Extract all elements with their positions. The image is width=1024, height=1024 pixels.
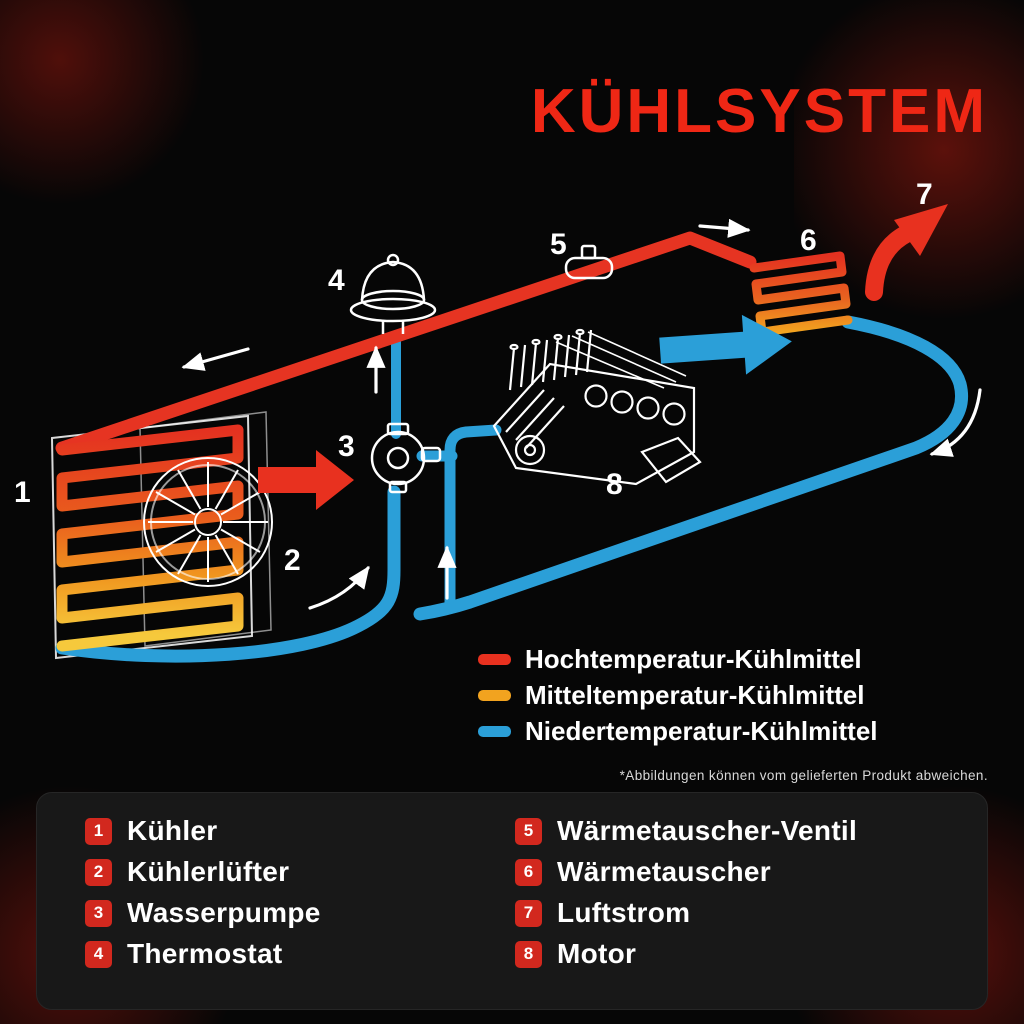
- part-number-badge: 7: [515, 899, 542, 927]
- airflow-blue-arrow: [659, 314, 792, 375]
- callout-1: 1: [14, 476, 31, 509]
- part-row-kuehlerluefter: 2 Kühlerlüfter: [85, 856, 321, 887]
- part-label: Thermostat: [127, 938, 283, 969]
- heat-exchanger-coil: [749, 251, 853, 337]
- low-temp-color-swatch: [478, 725, 511, 737]
- high-temp-coolant-pipe: [55, 231, 757, 455]
- page-title: KÜHLSYSTEM: [530, 77, 988, 146]
- radiator-coil: [56, 424, 244, 652]
- part-row-luftstrom: 7 Luftstrom: [515, 897, 857, 928]
- callout-8: 8: [606, 468, 623, 501]
- mid-temp-color-swatch: [478, 689, 511, 701]
- part-label: Kühler: [127, 815, 218, 846]
- legend: Hochtemperatur-Kühlmittel Mitteltemperat…: [478, 643, 878, 753]
- legend-label: Niedertemperatur-Kühlmittel: [525, 715, 878, 746]
- part-row-waermetauscher-ventil: 5 Wärmetauscher-Ventil: [515, 815, 858, 846]
- callout-3: 3: [338, 430, 355, 463]
- part-label: Kühlerlüfter: [127, 856, 290, 887]
- parts-column-left: 1 Kühler 2 Kühlerlüfter 3 Wasserpumpe 4 …: [85, 815, 321, 969]
- heat-exchanger-valve: [564, 244, 614, 280]
- callout-7: 7: [916, 178, 933, 211]
- radiator-frame: [50, 411, 272, 660]
- cooling-system-diagram: 1 2 3 4 5 6 7 8: [14, 178, 982, 663]
- callout-4: 4: [328, 264, 345, 297]
- part-label: Luftstrom: [557, 897, 691, 928]
- thermostat: [349, 253, 437, 334]
- airflow-in-arrow: [258, 450, 354, 510]
- part-label: Wärmetauscher-Ventil: [557, 815, 858, 846]
- legend-item-mid-temp: Mitteltemperatur-Kühlmittel: [478, 679, 878, 710]
- part-number-badge: 3: [85, 899, 112, 927]
- part-label: Wärmetauscher: [557, 856, 771, 887]
- low-temp-coolant-pipe: [55, 315, 968, 663]
- legend-label: Hochtemperatur-Kühlmittel: [525, 643, 862, 674]
- engine: [492, 328, 702, 486]
- part-row-waermetauscher: 6 Wärmetauscher: [515, 856, 857, 887]
- radiator-fan: [143, 457, 273, 587]
- part-number-badge: 5: [515, 817, 542, 845]
- part-number-badge: 6: [515, 858, 542, 886]
- part-row-motor: 8 Motor: [515, 938, 857, 969]
- flow-direction-arrows: [181, 218, 982, 610]
- parts-column-right: 5 Wärmetauscher-Ventil 6 Wärmetauscher 7…: [515, 815, 858, 969]
- part-number-badge: 4: [85, 940, 112, 968]
- airflow-out-arrow: [865, 204, 948, 301]
- legend-item-low-temp: Niedertemperatur-Kühlmittel: [478, 715, 878, 746]
- legend-item-high-temp: Hochtemperatur-Kühlmittel: [478, 643, 878, 674]
- part-row-thermostat: 4 Thermostat: [85, 938, 321, 969]
- legend-label: Mitteltemperatur-Kühlmittel: [525, 679, 865, 710]
- part-number-badge: 2: [85, 858, 112, 886]
- callout-5: 5: [550, 228, 567, 261]
- part-number-badge: 1: [85, 817, 112, 845]
- part-label: Wasserpumpe: [127, 897, 321, 928]
- parts-list-panel: 1 Kühler 2 Kühlerlüfter 3 Wasserpumpe 4 …: [36, 792, 988, 1010]
- part-row-wasserpumpe: 3 Wasserpumpe: [85, 897, 321, 928]
- part-row-kuehler: 1 Kühler: [85, 815, 321, 846]
- water-pump: [370, 422, 442, 494]
- high-temp-color-swatch: [478, 653, 511, 665]
- disclaimer-footnote: *Abbildungen können vom gelieferten Prod…: [619, 768, 988, 783]
- callout-2: 2: [284, 544, 301, 577]
- part-label: Motor: [557, 938, 637, 969]
- part-number-badge: 8: [515, 940, 542, 968]
- callout-6: 6: [800, 224, 817, 257]
